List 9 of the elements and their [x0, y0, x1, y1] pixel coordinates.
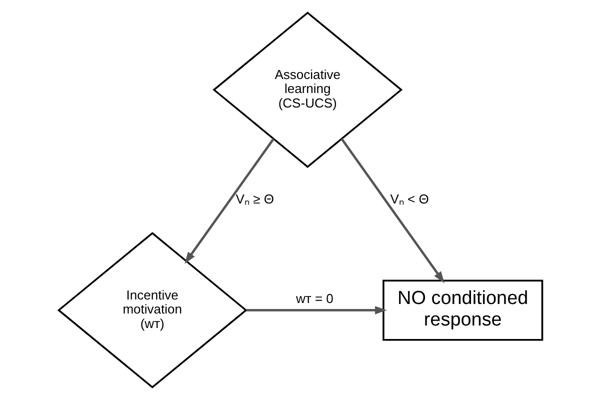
edge-label: wᴛ = 0	[296, 290, 333, 306]
node-diamond: Incentive motivation (wᴛ)	[56, 232, 247, 388]
node-box: NO conditioned response	[382, 280, 543, 341]
arrow	[246, 306, 386, 314]
arrow	[184, 138, 274, 264]
edge-label: Vₙ ≥ Θ	[235, 191, 274, 206]
edge-label: Vₙ < Θ	[390, 191, 428, 206]
node-diamond: Associative learning (CS-UCS)	[212, 12, 402, 168]
arrow	[340, 138, 444, 284]
